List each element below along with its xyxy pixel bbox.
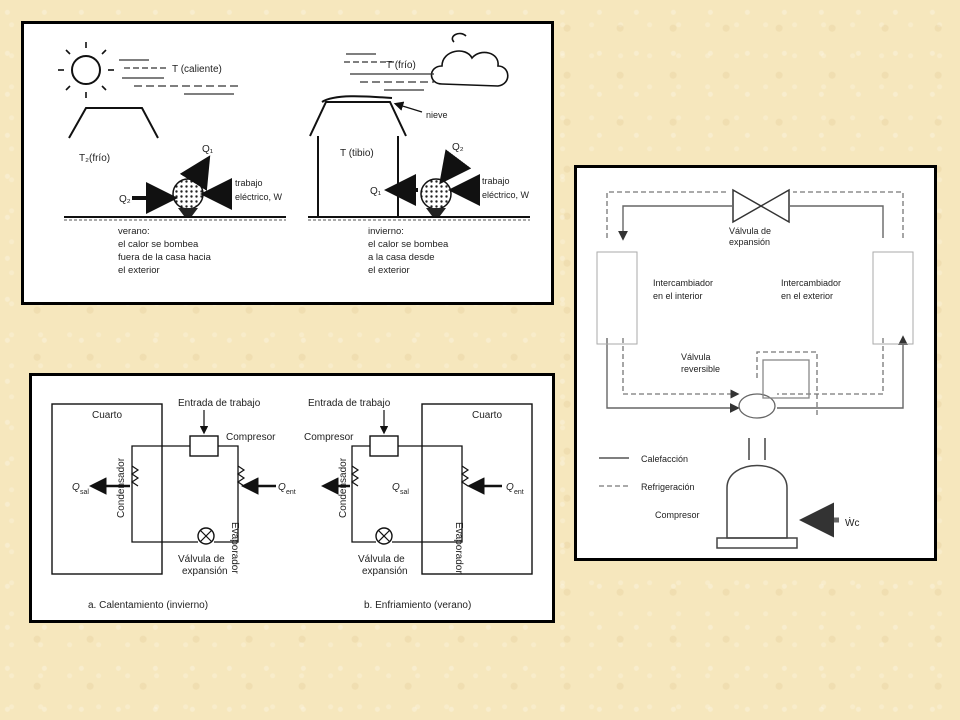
cooling-valve-label-1: Válvula de [358, 554, 405, 565]
winter-q2-arrow [439, 149, 472, 185]
summer-caption-4: el exterior [118, 265, 160, 276]
expansion-valve-label-1: Válvula de [729, 226, 771, 236]
evaporator-coil-icon [236, 465, 246, 487]
heating-valve-label-1: Válvula de [178, 554, 225, 565]
cooling-valve-label-2: expansión [362, 566, 408, 577]
outdoor-exchanger-box [872, 251, 914, 345]
summer-caption-3: fuera de la casa hacia [118, 252, 212, 263]
cooling-expansion-valve-icon [375, 527, 393, 545]
reversing-valve-label-1: Válvula [681, 352, 711, 362]
winter-caption-3: a la casa desde [368, 252, 435, 263]
summer-q1-label: Q₁ [202, 144, 214, 155]
cooling-room-label: Cuarto [472, 410, 502, 421]
work-input-label: Ẇc [845, 516, 859, 529]
indoor-exchanger-box [596, 251, 638, 345]
cooling-cycle: Cuarto Entrada de trabajo Compresor Válv… [304, 398, 533, 611]
heating-q-out-label: Q [72, 482, 80, 493]
expansion-valve-label-2: expansión [729, 237, 770, 247]
snow-layer [321, 95, 393, 103]
winter-indoor-temp: T (tibio) [340, 148, 374, 159]
outdoor-exchanger-label-1: Intercambiador [781, 278, 841, 288]
legend-heating-label: Calefacción [641, 454, 688, 464]
winter-work-label-1: trabajo [482, 176, 510, 186]
heating-caption: a. Calentamiento (invierno) [88, 600, 208, 611]
winter-q1-label: Q₁ [370, 186, 382, 197]
indoor-exchanger-label-2: en el interior [653, 291, 703, 301]
summer-work-label-2: eléctrico, W [235, 192, 283, 202]
heating-q-in-label: Q [278, 482, 286, 493]
compressor-label: Compresor [655, 510, 700, 520]
heating-room-label: Cuarto [92, 410, 122, 421]
heating-cycle: Cuarto Entrada de trabajo Compresor Válv… [51, 398, 296, 611]
winter-q2-label: Q₂ [452, 142, 464, 153]
cooling-compressor-label: Compresor [304, 432, 354, 443]
winter-caption-2: el calor se bombea [368, 239, 449, 250]
legend-cooling-label: Refrigeración [641, 482, 695, 492]
winter-house-roof [309, 101, 407, 137]
summer-heat-pump-icon [172, 178, 204, 210]
condenser-coil-icon [130, 465, 140, 487]
summer-q2-label: Q₂ [119, 194, 131, 205]
heating-pipes [606, 205, 908, 413]
cooling-q-in-subscript: ent [514, 489, 524, 496]
cooling-evaporator-label: Evaporador [453, 522, 464, 574]
heating-valve-label-2: expansión [182, 566, 228, 577]
heating-room-box [51, 403, 163, 575]
summer-caption-1: verano: [118, 226, 150, 237]
heating-q-out-subscript: sal [80, 489, 89, 496]
winter-outdoor-temp: T (frío) [386, 60, 416, 71]
winter-caption-1: invierno: [368, 226, 404, 237]
cooling-work-input-label: Entrada de trabajo [308, 398, 391, 409]
summer-q1-arrow [179, 155, 211, 191]
heating-work-input-label: Entrada de trabajo [178, 398, 261, 409]
summer-outdoor-temp: T (caliente) [172, 64, 222, 75]
expansion-valve-icon [732, 188, 790, 224]
summer-work-label-1: trabajo [235, 178, 263, 188]
cooling-caption: b. Enfriamiento (verano) [364, 600, 471, 611]
heat-wave-lines [119, 59, 239, 95]
heating-compressor-label: Compresor [226, 432, 276, 443]
heating-compressor-box [189, 435, 219, 457]
reversing-valve-label-2: reversible [681, 364, 720, 374]
cooling-q-out-subscript: sal [400, 489, 409, 496]
reversing-valve-panel: Válvula de expansión Intercambiador en e… [574, 165, 937, 561]
winter-diagram: T (frío) nieve T (tibio) Q₁ Q₂ trabajo e… [308, 32, 530, 276]
heating-q-in-subscript: ent [286, 489, 296, 496]
cooling-compressor-box [369, 435, 399, 457]
cooling-pipes [606, 191, 904, 418]
outdoor-exchanger-label-2: en el exterior [781, 291, 833, 301]
compressor-icon [716, 438, 798, 549]
reversing-valve-icon [738, 359, 810, 419]
cloud-icon [430, 32, 509, 87]
cooling-condenser-label: Condensador [338, 457, 349, 518]
summer-indoor-temp: T₂(frío) [79, 153, 110, 164]
winter-caption-4: el exterior [368, 265, 410, 276]
heating-cooling-cycles-panel: Cuarto Entrada de trabajo Compresor Válv… [29, 373, 555, 623]
cooling-q-in-label: Q [506, 482, 514, 493]
cooling-q-out-label: Q [392, 482, 400, 493]
summer-caption-2: el calor se bombea [118, 239, 199, 250]
heat-pump-seasons-panel: T (caliente) T₂(frío) Q₂ Q₁ trabajo eléc… [21, 21, 554, 305]
cooling-room-box [421, 403, 533, 575]
winter-work-label-2: eléctrico, W [482, 190, 530, 200]
winter-heat-pump-icon [420, 178, 452, 210]
indoor-exchanger-label-1: Intercambiador [653, 278, 713, 288]
summer-house-roof [68, 107, 159, 139]
summer-diagram: T (caliente) T₂(frío) Q₂ Q₁ trabajo eléc… [58, 42, 286, 276]
snow-label: nieve [426, 110, 448, 120]
heating-evaporator-label: Evaporador [229, 522, 240, 574]
heating-condenser-label: Condensador [116, 457, 127, 518]
sun-icon [58, 42, 114, 98]
heating-expansion-valve-icon [197, 527, 215, 545]
